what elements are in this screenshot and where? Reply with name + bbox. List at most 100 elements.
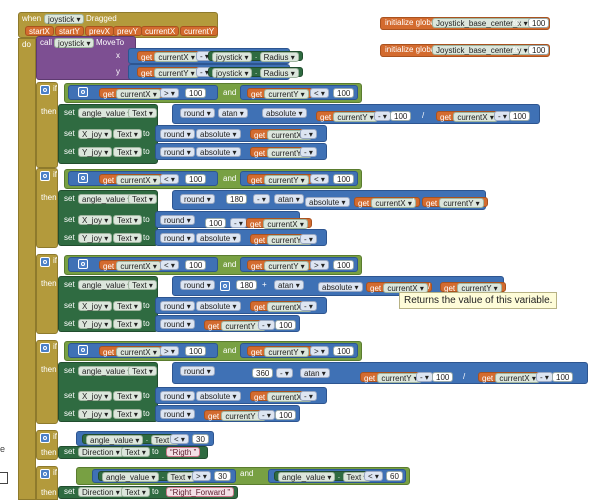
text-prop-dropdown[interactable]: Text bbox=[113, 233, 142, 243]
minus-operator[interactable]: - bbox=[276, 368, 293, 378]
get-currentX[interactable]: get currentX bbox=[137, 51, 203, 62]
number-100[interactable]: 100 bbox=[185, 88, 207, 98]
string-rigth[interactable]: Rigth bbox=[166, 447, 201, 457]
component-dropdown[interactable]: joystick bbox=[212, 52, 253, 62]
param-startY[interactable]: startY bbox=[55, 26, 84, 36]
round-dropdown[interactable]: round bbox=[160, 391, 195, 401]
angle-text-getter[interactable]: angle_value · Text bbox=[82, 434, 184, 445]
number-100[interactable]: 100 bbox=[185, 174, 207, 184]
var-dropdown[interactable]: currentX bbox=[263, 219, 308, 229]
mutator-gear-icon[interactable] bbox=[78, 345, 88, 355]
absolute-dropdown[interactable]: absolute bbox=[196, 147, 241, 157]
angle-label-dropdown[interactable]: angle_value bbox=[78, 280, 136, 290]
mutator-gear-icon[interactable] bbox=[40, 257, 50, 267]
number-100[interactable]: 100 bbox=[185, 346, 207, 356]
get-currentX[interactable]: get currentX bbox=[436, 111, 502, 122]
yjoy-label-dropdown[interactable]: Y_joy bbox=[78, 409, 113, 419]
var-dropdown[interactable]: currentX bbox=[371, 198, 416, 208]
round-dropdown[interactable]: round bbox=[160, 409, 195, 419]
lt-operator[interactable]: < bbox=[310, 174, 329, 184]
edge-checkbox[interactable] bbox=[0, 472, 8, 484]
absolute-dropdown[interactable]: absolute bbox=[305, 197, 350, 207]
get-currentY[interactable]: get currentY bbox=[316, 111, 382, 122]
get-currentY[interactable]: get currentY bbox=[247, 174, 313, 185]
param-prevX[interactable]: prevX bbox=[85, 26, 114, 36]
number-100[interactable]: 100 bbox=[275, 320, 297, 330]
mutator-gear-icon[interactable] bbox=[78, 173, 88, 183]
lt-operator[interactable]: < bbox=[170, 434, 189, 444]
number-60[interactable]: 60 bbox=[386, 471, 403, 481]
get-currentY[interactable]: get currentY bbox=[204, 410, 270, 421]
event-component-dropdown[interactable]: joystick bbox=[44, 14, 85, 24]
var-dropdown[interactable]: currentY bbox=[154, 68, 199, 78]
text-prop-dropdown[interactable]: Text bbox=[113, 215, 142, 225]
get-currentX[interactable]: get currentX bbox=[99, 346, 165, 357]
round-dropdown[interactable]: round bbox=[160, 301, 195, 311]
if-block-2[interactable] bbox=[36, 168, 58, 248]
mutator-gear-icon[interactable] bbox=[40, 469, 50, 479]
number-100[interactable]: 100 bbox=[333, 88, 355, 98]
angle-text-getter[interactable]: angle_value · Text bbox=[98, 471, 200, 482]
mutator-gear-icon[interactable] bbox=[78, 87, 88, 97]
get-currentX[interactable]: get currentX bbox=[478, 372, 544, 383]
text-prop-dropdown[interactable]: Text bbox=[113, 129, 142, 139]
yjoy-label-dropdown[interactable]: Y_joy bbox=[78, 319, 113, 329]
text-prop-dropdown[interactable]: Text bbox=[113, 301, 142, 311]
minus-operator[interactable]: - bbox=[300, 301, 317, 311]
lt-operator[interactable]: < bbox=[310, 88, 329, 98]
number-100[interactable]: 100 bbox=[552, 372, 574, 382]
atan-dropdown[interactable]: atan bbox=[300, 368, 330, 378]
number-30[interactable]: 30 bbox=[214, 471, 231, 481]
direction-label-dropdown[interactable]: Direction bbox=[78, 447, 124, 457]
round-dropdown[interactable]: round bbox=[180, 366, 215, 376]
mutator-gear-icon[interactable] bbox=[40, 343, 50, 353]
round-dropdown[interactable]: round bbox=[180, 194, 215, 204]
text-prop-dropdown[interactable]: Text bbox=[128, 366, 157, 376]
number-180[interactable]: 180 bbox=[236, 280, 258, 290]
minus-operator[interactable]: - bbox=[300, 391, 317, 401]
label-dropdown[interactable]: angle_value bbox=[86, 435, 144, 445]
var-dropdown[interactable]: currentY bbox=[333, 112, 378, 122]
var-dropdown[interactable]: currentY bbox=[264, 347, 309, 357]
component-dropdown[interactable]: joystick bbox=[212, 68, 253, 78]
var-dropdown[interactable]: currentY bbox=[264, 89, 309, 99]
label-dropdown[interactable]: angle_value bbox=[102, 472, 160, 482]
direction-label-dropdown[interactable]: Direction bbox=[78, 487, 124, 497]
xjoy-label-dropdown[interactable]: X_joy bbox=[78, 215, 113, 225]
var-dropdown[interactable]: currentX bbox=[116, 347, 161, 357]
number-100[interactable]: 100 bbox=[275, 410, 297, 420]
mutator-gear-icon[interactable] bbox=[220, 281, 230, 291]
get-currentY[interactable]: get currentY bbox=[440, 282, 506, 293]
var-dropdown[interactable]: currentY bbox=[264, 261, 309, 271]
text-prop-dropdown[interactable]: Text bbox=[128, 280, 157, 290]
atan-dropdown[interactable]: atan bbox=[218, 108, 248, 118]
angle-label-dropdown[interactable]: angle_value bbox=[78, 108, 136, 118]
global-y-value[interactable]: 100 bbox=[528, 45, 550, 55]
number-360[interactable]: 360 bbox=[252, 368, 274, 378]
var-dropdown[interactable]: currentX bbox=[453, 112, 498, 122]
xjoy-label-dropdown[interactable]: X_joy bbox=[78, 129, 113, 139]
atan-dropdown[interactable]: atan bbox=[274, 194, 304, 204]
number-100[interactable]: 100 bbox=[509, 111, 531, 121]
call-component-dropdown[interactable]: joystick bbox=[54, 38, 95, 48]
prop-dropdown[interactable]: Radius bbox=[259, 52, 299, 62]
get-currentY[interactable]: get currentY bbox=[422, 197, 488, 208]
mutator-gear-icon[interactable] bbox=[40, 433, 50, 443]
joystick-radius-getter[interactable]: joystick · Radius bbox=[208, 67, 303, 78]
absolute-dropdown[interactable]: absolute bbox=[262, 108, 307, 118]
get-currentY[interactable]: get currentY bbox=[250, 147, 316, 158]
lt-operator[interactable]: < bbox=[160, 260, 179, 270]
get-currentX[interactable]: get currentX bbox=[99, 260, 165, 271]
round-dropdown[interactable]: round bbox=[160, 233, 195, 243]
absolute-dropdown[interactable]: absolute bbox=[318, 282, 363, 292]
number-100[interactable]: 100 bbox=[185, 260, 207, 270]
mutator-gear-icon[interactable] bbox=[78, 259, 88, 269]
mutator-gear-icon[interactable] bbox=[40, 171, 50, 181]
var-dropdown[interactable]: currentX bbox=[154, 52, 199, 62]
text-prop-dropdown[interactable]: Text bbox=[113, 147, 142, 157]
minus-operator[interactable]: - bbox=[253, 194, 270, 204]
param-startX[interactable]: startX bbox=[25, 26, 54, 36]
text-prop-dropdown[interactable]: Text bbox=[121, 447, 150, 457]
get-currentX[interactable]: get currentX bbox=[99, 174, 165, 185]
number-30[interactable]: 30 bbox=[192, 434, 209, 444]
